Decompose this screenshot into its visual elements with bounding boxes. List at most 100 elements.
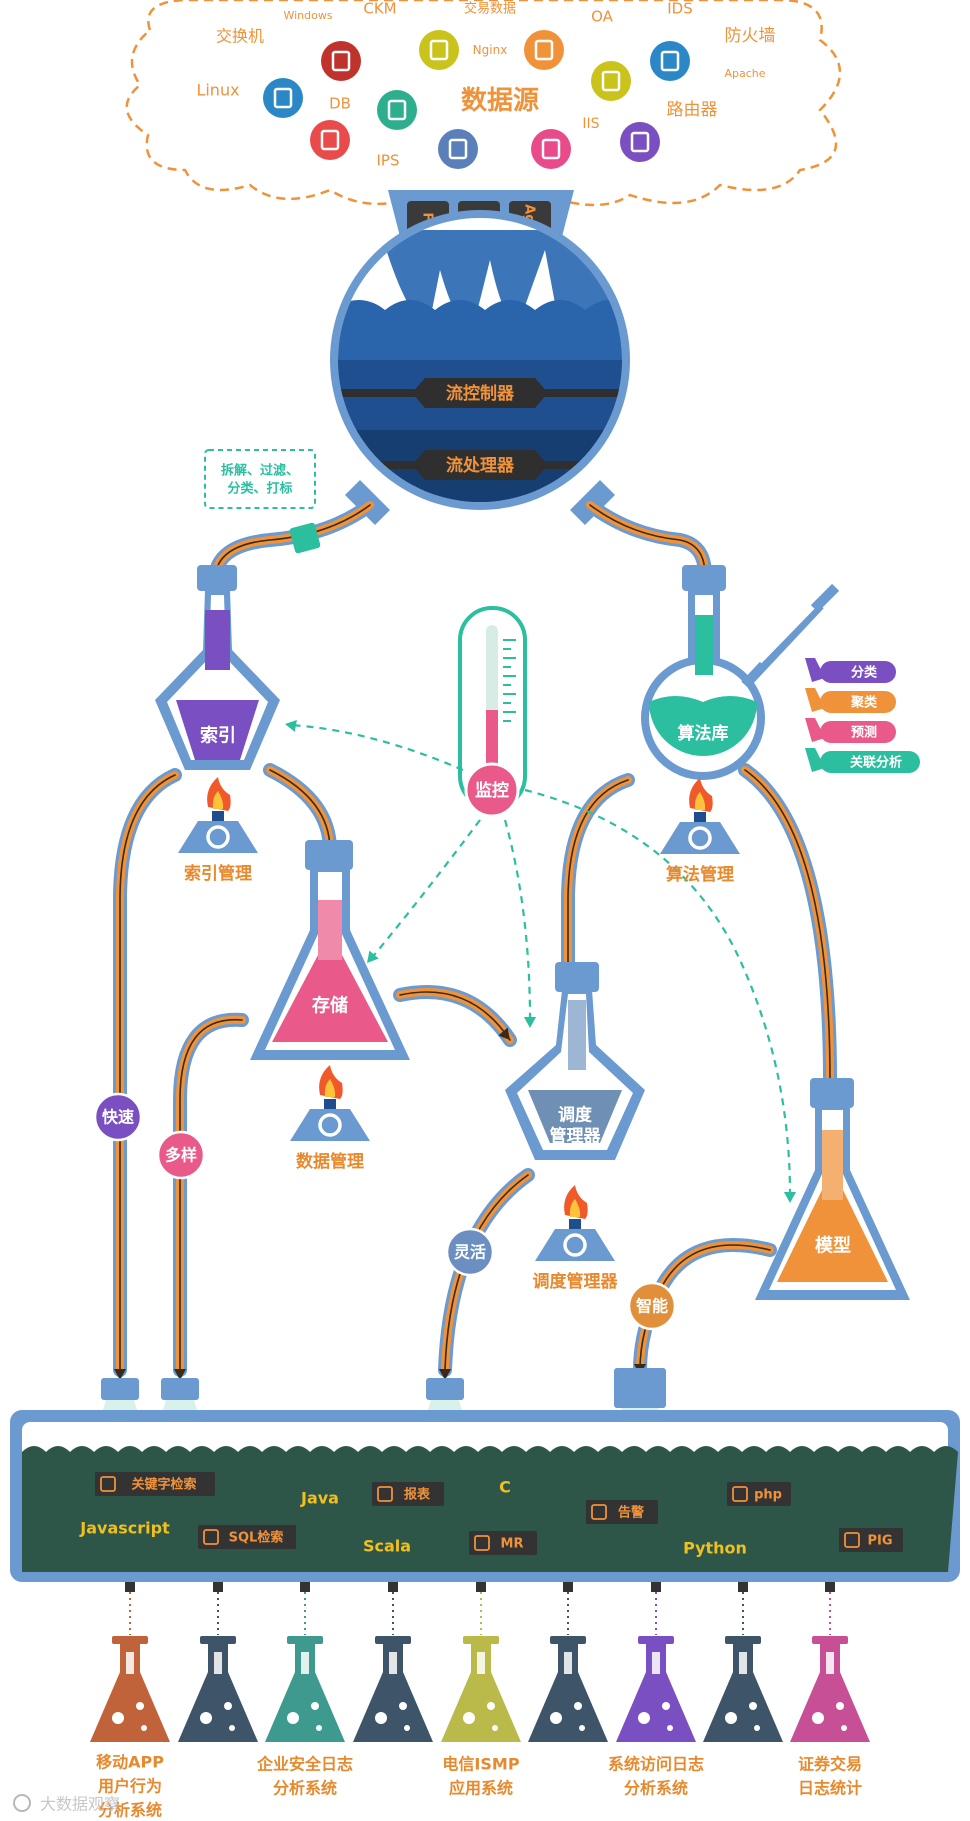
output-label-4-line: 日志统计 [798,1779,862,1798]
pipe-outer [173,1012,249,1377]
burner-nozzle [569,1219,581,1229]
cloud-label-3-line: 交易数据 [464,1,516,17]
bubble-icon [574,1702,582,1710]
cloud-label-11: 路由器 [667,100,718,120]
burner-ring [206,825,230,849]
cloud-label-4: OA [591,7,614,25]
pipe-outer [113,768,182,1377]
output-flask-shine-6 [652,1652,660,1674]
monitor-arrow-scheduler [523,1017,537,1028]
output-tap-0 [125,1582,135,1592]
monitor-to-index [289,723,464,772]
bubble-icon [836,1702,844,1710]
document-icon-glyph [660,50,680,72]
pipe-label-flexible: 灵活 [445,1227,495,1277]
tank-item-text-1: SQL检索 [229,1530,284,1546]
cloud-label-9: Nginx [473,43,508,57]
output-label-3: 系统访问日志分析系统 [608,1755,704,1798]
output-tap-1 [213,1582,223,1592]
tank-inlet-3 [614,1368,666,1408]
bubble-icon [812,1712,824,1724]
pipe-label-text-line: 多样 [165,1146,197,1165]
tank-item-text-0-line: 关键字检索 [131,1477,196,1493]
output-flask-shine-1 [214,1652,222,1674]
cloud-label-12: IIS [582,116,599,132]
syringe-plunger [810,583,840,613]
output-flask-lip-3 [375,1636,411,1644]
output-flask-shine-5 [564,1652,572,1674]
cloud-title: 数据源 [461,86,539,116]
pipe-label-text-line: 灵活 [454,1243,486,1262]
output-tap-8 [825,1582,835,1592]
tank-item-text-2-line: 报表 [404,1487,431,1503]
cloud-label-4-line: OA [591,7,614,25]
tank-lang-1: Java [300,1489,339,1508]
pipe-sphere-to-algo [583,498,712,582]
pipe-core [119,774,176,1371]
output-label-4-line: 证券交易 [798,1755,862,1774]
tank-item-text-3-line: MR [501,1537,524,1552]
burner-base [178,821,258,853]
cloud-label-1: Windows [283,9,332,22]
bubble-icon [229,1725,235,1731]
database-icon-glyph [448,138,468,160]
pipe-label-fast: 快速 [93,1092,143,1142]
storage-label-line: 存储 [312,994,348,1016]
output-label-2-line: 电信ISMP [442,1755,519,1774]
pipe-label-text-line: 智能 [636,1297,668,1316]
monitor-to-scheduler [503,819,532,1021]
output-flask-2 [265,1644,345,1742]
pipe-core [567,779,629,971]
sphere-label-proc: 流处理器 [446,455,515,476]
bubble-icon [725,1712,737,1724]
bubble-icon [463,1712,475,1724]
algo-cap [682,565,726,591]
pipe-label-circle [445,1227,495,1277]
cloud-label-2: CKM [363,0,396,17]
tank-lang-4-line: Python [683,1539,747,1558]
bubble-icon [667,1725,673,1731]
monitor-arrow-model [783,1192,797,1203]
storage-liquid [272,955,388,1042]
cloud-label-0: 交换机 [216,27,264,46]
algo-label: 算法库 [677,723,729,744]
pipe-core [214,504,371,581]
word-doc-icon [377,90,417,130]
cloud-label-13: IPS [377,151,400,169]
output-label-0-line: 用户行为 [98,1777,162,1796]
tank-inlet-2 [426,1378,464,1400]
output-flask-shine-2 [301,1652,309,1674]
output-label-0-line: 移动APP [96,1753,164,1772]
output-flask-1 [178,1644,258,1742]
cloud-label-10: Apache [724,67,765,80]
bubble-icon [749,1702,757,1710]
burner-ring [688,826,712,850]
cloud-label-7: Linux [196,81,239,100]
tank-item-text-6-line: PIG [867,1534,892,1549]
output-label-3-line: 系统访问日志 [608,1755,704,1774]
output-flask-lip-8 [812,1636,848,1644]
storage-cap [305,840,353,870]
pipe-storage-to-scheduler [393,985,517,1047]
pipe-index-to-tank [113,768,182,1377]
output-flask-lip-4 [463,1636,499,1644]
bubble-icon [287,1712,299,1724]
monitor-to-storage [369,819,481,961]
output-flask-shine-4 [477,1652,485,1674]
tank-item-text-5: php [754,1488,782,1503]
scheduler-label: 调度管理器 [550,1104,602,1146]
output-flask-7 [703,1644,783,1742]
index-burner: 索引管理 [178,777,258,884]
arrow-scheduler [498,1027,510,1040]
output-tap-6 [651,1582,661,1592]
output-flask-5 [528,1644,608,1742]
burner-label: 调度管理器 [533,1271,619,1292]
scheduler-cap [555,962,599,992]
tank-lang-3: C [499,1478,511,1497]
algo-burner: 算法管理 [660,778,740,885]
scheduler-flask: 调度管理器 [505,962,645,1160]
output-flask-lip-1 [200,1636,236,1644]
tank-item-text-1-line: SQL检索 [229,1530,284,1546]
